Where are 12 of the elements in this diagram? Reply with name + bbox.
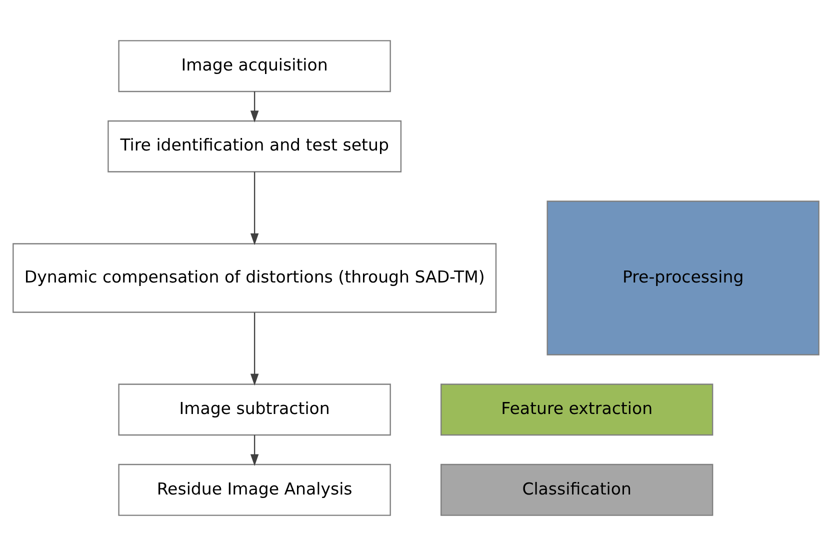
arrow xyxy=(250,92,259,122)
node-box: Residue Image Analysis xyxy=(118,464,391,516)
arrow xyxy=(250,435,259,466)
node-box: Classification xyxy=(440,464,714,516)
node-box: Image acquisition xyxy=(118,40,391,92)
node-box: Dynamic compensation of distortions (through SAD-TM) xyxy=(12,243,497,313)
node-box: Feature extraction xyxy=(440,384,714,436)
node-box: Image subtraction xyxy=(118,384,391,436)
arrow xyxy=(250,172,259,246)
node-box: Tire identification and test setup xyxy=(108,120,402,172)
node-box: Pre-processing xyxy=(546,200,820,356)
arrow xyxy=(250,312,259,386)
